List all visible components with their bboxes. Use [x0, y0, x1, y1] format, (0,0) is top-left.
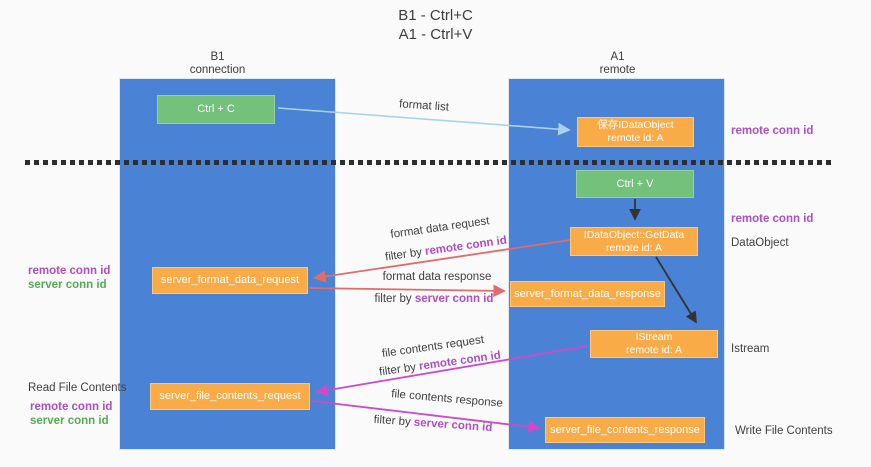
istream-line1: IStream [635, 331, 673, 343]
getdata-line1: IDataObject::GetData [583, 228, 685, 241]
remote-conn-id-annotation: remote conn id [30, 401, 113, 413]
server-file-contents-request-box: server_file_contents_request [150, 383, 310, 410]
server-conn-id-text: server conn id [413, 416, 493, 435]
flow-label-filter-file-response: filter by server conn id [373, 414, 492, 434]
server-format-data-request-box: server_format_data_request [152, 267, 308, 294]
istream-box: IStream remote id: A [590, 330, 718, 358]
server-format-data-response-label: server_format_data_response [514, 287, 661, 300]
server-conn-id-text: server conn id [414, 293, 494, 305]
filter-by-text: filter by [373, 413, 415, 429]
getdata-line2: remote id: A [605, 241, 663, 254]
title-line-2: A1 - Ctrl+V [398, 26, 473, 43]
lane-header-b1: B1 connection [160, 51, 275, 77]
istream-annotation: Istream [731, 343, 770, 355]
flow-label-format-data-response: format data response [382, 271, 492, 283]
idataobject-getdata-box: IDataObject::GetData remote id: A [570, 227, 698, 256]
lane-header-a1: A1 remote [560, 51, 675, 77]
filter-by-text: filter by [384, 245, 426, 264]
ctrl-v-label: Ctrl + V [616, 177, 654, 190]
read-file-contents-annotation: Read File Contents [28, 382, 127, 394]
write-file-contents-annotation: Write File Contents [735, 425, 833, 437]
ctrl-v-box: Ctrl + V [576, 170, 694, 198]
save-idataobject-line2: remote id: A [607, 132, 664, 144]
remote-conn-id-annotation-mid: remote conn id [731, 213, 814, 225]
server-file-contents-request-label: server_file_contents_request [159, 390, 301, 402]
server-file-contents-response-box: server_file_contents_response [545, 417, 705, 443]
flow-label-file-contents-response: file contents response [390, 388, 504, 410]
flow-label-format-list: format list [398, 98, 450, 114]
server-conn-id-annotation: server conn id [28, 279, 107, 291]
ctrl-c-label: Ctrl + C [197, 103, 235, 115]
server-conn-id-annotation: server conn id [30, 415, 109, 427]
remote-conn-id-annotation-top: remote conn id [731, 125, 814, 137]
ctrl-c-box: Ctrl + C [157, 95, 275, 124]
dataobject-annotation: DataObject [731, 237, 789, 249]
flow-label-format-data-request: format data request [389, 215, 491, 241]
server-format-data-request-label: server_format_data_request [160, 274, 300, 286]
lane-a1-name: A1 [610, 51, 625, 63]
filter-by-text: filter by [374, 293, 415, 305]
lane-b1-name: B1 [210, 51, 225, 63]
left-conn-id-group-top: remote conn id server conn id [28, 264, 110, 292]
diagram-title: B1 - Ctrl+C A1 - Ctrl+V [0, 6, 871, 44]
save-idataobject-line1: 保存IDataObject [597, 119, 674, 131]
remote-conn-id-text: remote conn id [424, 234, 508, 258]
remote-conn-id-annotation: remote conn id [28, 265, 111, 277]
session-divider-dashed-line [25, 160, 831, 165]
left-conn-id-group-bottom: remote conn id server conn id [30, 400, 112, 428]
save-idataobject-box: 保存IDataObject remote id: A [577, 117, 694, 147]
title-line-1: B1 - Ctrl+C [398, 7, 473, 24]
format-data-response-arrow [308, 284, 506, 298]
flow-label-filter-format-response: filter by server conn id [375, 293, 494, 305]
server-file-contents-response-label: server_file_contents_response [550, 423, 700, 436]
server-format-data-response-box: server_format_data_response [510, 281, 665, 307]
lane-a1-role: remote [599, 64, 636, 76]
lane-b1-role: connection [189, 64, 246, 76]
filter-by-text: filter by [378, 360, 420, 379]
istream-line2: remote id: A [625, 344, 683, 356]
